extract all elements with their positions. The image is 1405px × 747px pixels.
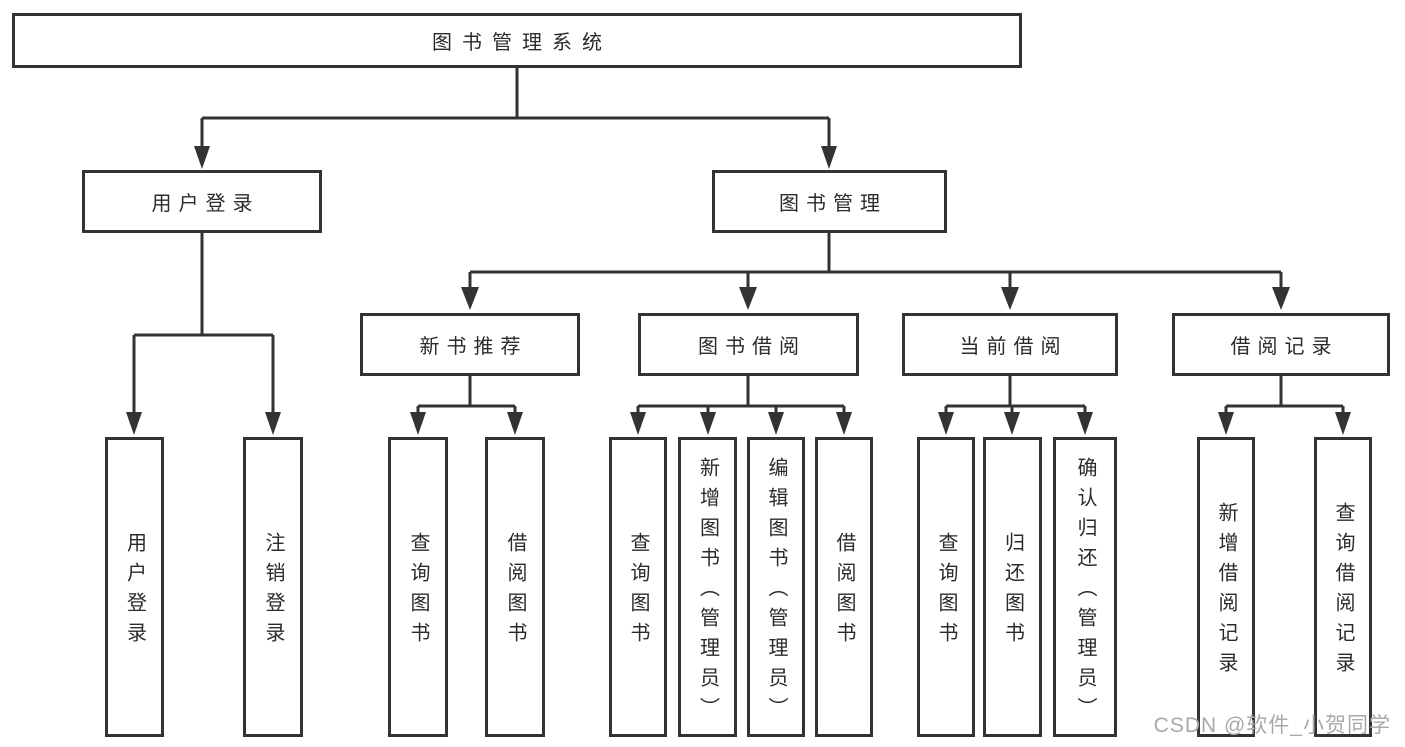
node-label: 用户登录 [151,193,260,215]
node-borrowing-records: 借阅记录 [1172,313,1390,376]
node-book-borrowing: 图书借阅 [638,313,859,376]
node-return-book: 归还图书 [983,437,1042,737]
node-label: 归还图书 [1001,532,1024,652]
node-add-borrow-record: 新增借阅记录 [1197,437,1255,737]
node-label: 新增图书（管理员） [696,457,719,727]
node-label: 借阅图书 [833,532,855,652]
node-label: 编辑图书（管理员） [765,457,787,727]
node-user-login-leaf: 用户登录 [105,437,164,737]
connector-current-borrowing-to-children [938,376,1093,435]
watermark: CSDN @软件_小贺同学 [1153,714,1391,737]
node-label: 当前借阅 [959,336,1068,358]
node-borrow-books-borrowing: 借阅图书 [815,437,873,737]
node-label: 查询图书 [627,532,649,652]
node-label: 新书推荐 [419,336,528,358]
node-query-books-current: 查询图书 [917,437,975,737]
node-label: 用户登录 [123,532,146,652]
node-label: 查询借阅记录 [1332,502,1354,682]
connector-borrowing-records-to-children [1218,376,1351,435]
connector-user-login-to-children [126,233,281,435]
node-borrow-books-recommend: 借阅图书 [485,437,545,737]
connector-new-book-recommendation-to-children [410,376,523,435]
node-label: 图书管理 [779,193,887,215]
connector-book-borrowing-to-children [630,376,852,435]
connector-book-management-to-level3 [461,233,1290,310]
node-query-books-borrowing: 查询图书 [609,437,667,737]
node-logout-leaf: 注销登录 [243,437,303,737]
node-label: 查询图书 [935,532,957,652]
node-book-management-system: 图书管理系统 [12,13,1022,68]
node-confirm-return-admin: 确认归还（管理员） [1053,437,1117,737]
node-label: 图书管理系统 [432,32,612,54]
node-user-login: 用户登录 [82,170,322,233]
node-label: 查询图书 [407,532,429,652]
connector-root-to-level2 [194,68,837,169]
node-book-management: 图书管理 [712,170,947,233]
node-label: 借阅图书 [504,532,526,652]
node-label: 借阅记录 [1230,336,1339,358]
node-new-book-recommendation: 新书推荐 [360,313,580,376]
node-label: 确认归还（管理员） [1074,457,1096,727]
node-query-books-recommend: 查询图书 [388,437,448,737]
node-label: 注销登录 [262,532,284,652]
node-current-borrowing: 当前借阅 [902,313,1118,376]
node-query-borrow-record: 查询借阅记录 [1314,437,1372,737]
node-edit-book-admin: 编辑图书（管理员） [747,437,805,737]
node-label: 新增借阅记录 [1215,502,1237,682]
node-label: 图书借阅 [698,336,806,358]
node-add-book-admin: 新增图书（管理员） [678,437,737,737]
